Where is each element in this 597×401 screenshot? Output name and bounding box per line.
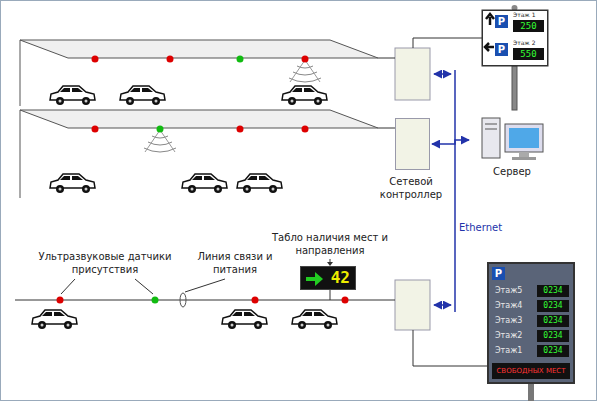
space-display: 42 <box>300 266 356 290</box>
free-count: 0234 <box>537 285 569 297</box>
server: Сервер <box>470 114 554 190</box>
direction-sign: PЭтаж 1250PЭтаж 2550 <box>482 10 548 66</box>
p-symbol: P <box>492 267 505 280</box>
floor-caption: Этаж 1 <box>513 11 536 18</box>
free-count: 0234 <box>537 345 569 357</box>
p-symbol: P <box>495 15 508 28</box>
floor-board: PЭтаж50234Этаж40234Этаж30234Этаж20234Эта… <box>487 262 575 384</box>
callout-label: Табло наличия мест и направления <box>262 232 398 257</box>
floor-caption: Этаж3 <box>495 316 522 325</box>
free-count: 250 <box>513 20 544 32</box>
free-count: 550 <box>513 48 544 60</box>
callout-label: Линия связи и питания <box>195 251 275 276</box>
floor-caption: Этаж4 <box>495 301 522 310</box>
network-controller: Сетевой контроллер <box>395 118 430 170</box>
callout-label: Ультразвуковые датчики присутствия <box>30 251 180 276</box>
message-strip: СВОБОДНЫХ МЕСТ <box>492 363 570 379</box>
free-count: 0234 <box>537 300 569 312</box>
floor-caption: Этаж5 <box>495 286 522 295</box>
p-symbol: P <box>495 43 508 56</box>
server-label: Сервер <box>470 166 554 177</box>
floor-caption: Этаж1 <box>495 346 522 355</box>
bus-label: Ethernet <box>459 222 502 235</box>
ethernet-link <box>432 140 469 144</box>
controller-label: Сетевой контроллер <box>371 176 451 201</box>
floor-caption: Этаж2 <box>495 331 522 340</box>
free-count: 42 <box>331 268 350 287</box>
free-count: 0234 <box>537 330 569 342</box>
free-count: 0234 <box>537 315 569 327</box>
arrow-symbol <box>304 268 326 290</box>
floor-caption: Этаж 2 <box>513 39 536 46</box>
